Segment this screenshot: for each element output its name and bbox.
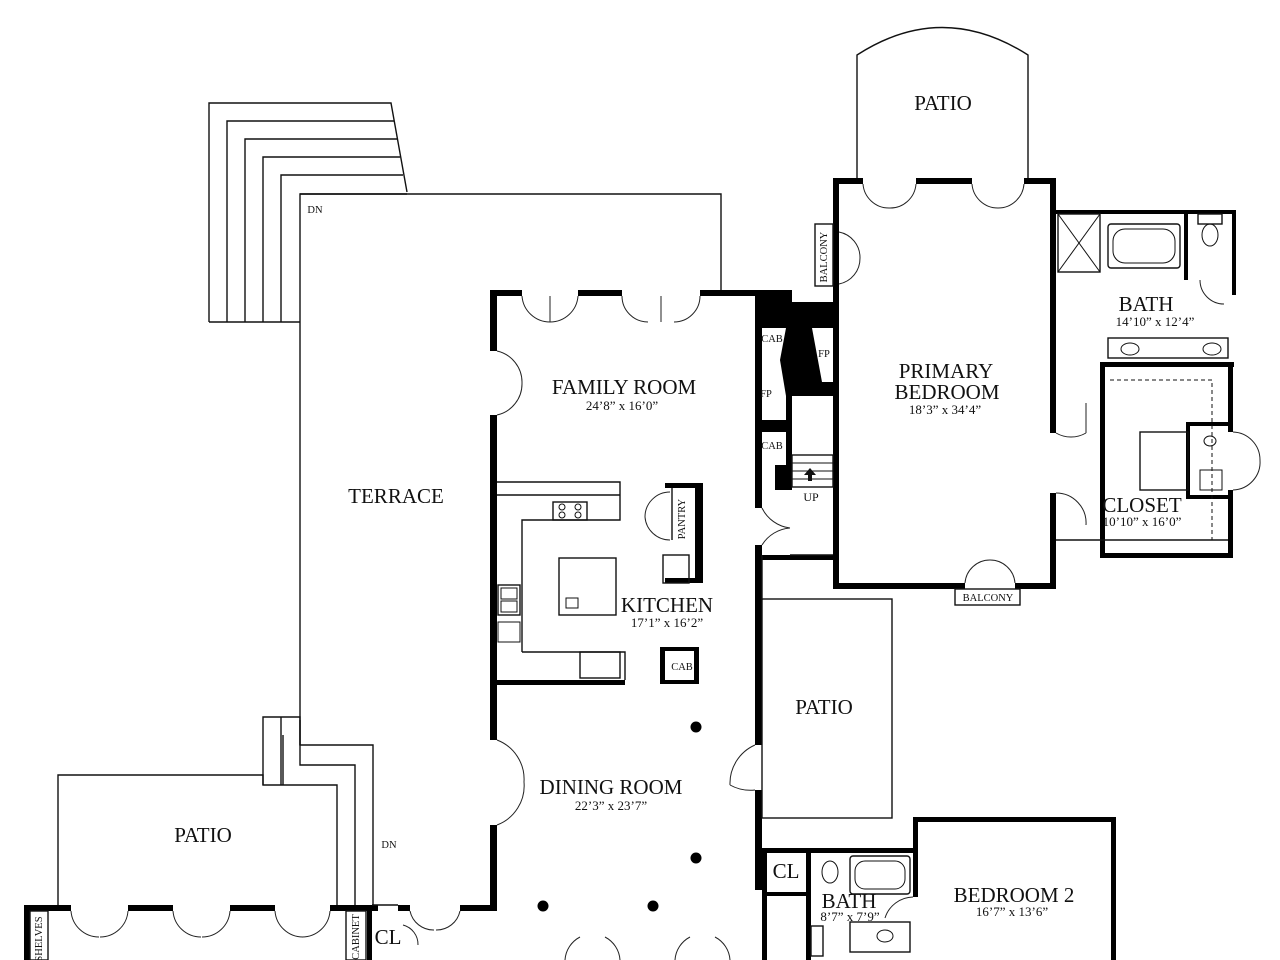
label-bath-primary-dim: 14’10” x 12’4” (1116, 314, 1195, 329)
walls (24, 178, 1236, 960)
top-patio-outline (856, 26, 1029, 180)
label-family-room-dim: 24’8” x 16’0” (586, 398, 658, 413)
label-terrace: TERRACE (348, 484, 444, 508)
label-cab-kitchen: CAB (671, 662, 693, 673)
detail-lines (29, 213, 1229, 960)
label-dn-top: DN (307, 205, 323, 216)
label-cab-lower: CAB (761, 441, 783, 452)
label-primary-dim: 18’3” x 34’4” (909, 402, 981, 417)
up-arrow-icon (804, 468, 816, 481)
label-balcony-left: BALCONY (819, 231, 830, 282)
label-fp-right: FP (818, 349, 830, 360)
label-kitchen-dim: 17’1” x 16’2” (631, 615, 703, 630)
label-up: UP (803, 490, 819, 504)
label-fp-left: FP (760, 389, 772, 400)
label-balcony-bottom: BALCONY (963, 593, 1014, 604)
label-closet-dim: 10’10” x 16’0” (1103, 514, 1182, 529)
label-cl-left: CL (375, 925, 402, 949)
label-primary-2: BEDROOM (894, 380, 999, 404)
label-dining-room-dim: 22’3” x 23’7” (575, 798, 647, 813)
label-bath-2: BATH (822, 889, 877, 913)
label-cabinet: CABINET (351, 914, 362, 960)
label-primary-1: PRIMARY (899, 359, 994, 383)
label-patio-left: PATIO (174, 823, 232, 847)
label-bedroom-2: BEDROOM 2 (954, 883, 1075, 907)
label-kitchen: KITCHEN (621, 593, 713, 617)
label-bath-primary: BATH (1119, 292, 1174, 316)
label-pantry: PANTRY (677, 498, 688, 539)
label-closet: CLOSET (1102, 493, 1182, 517)
label-shelves: SHELVES (34, 916, 45, 960)
label-patio-top: PATIO (914, 91, 972, 115)
top-stairs (208, 102, 408, 323)
label-cab-upper: CAB (761, 334, 783, 345)
doors (70, 183, 1261, 960)
terrace-outline (299, 193, 722, 745)
label-bedroom-2-dim: 16’7” x 13’6” (976, 904, 1048, 919)
label-dn-bottom: DN (381, 840, 397, 851)
label-cl-right: CL (773, 859, 800, 883)
label-dining-room: DINING ROOM (540, 775, 683, 799)
label-bath-2-dim: 8’7” x 7’9” (820, 909, 879, 924)
labels: PATIO BALCONY BATH 14’10” x 12’4” FAMILY… (34, 91, 1195, 960)
label-family-room: FAMILY ROOM (552, 375, 697, 399)
label-patio-mid: PATIO (795, 695, 853, 719)
